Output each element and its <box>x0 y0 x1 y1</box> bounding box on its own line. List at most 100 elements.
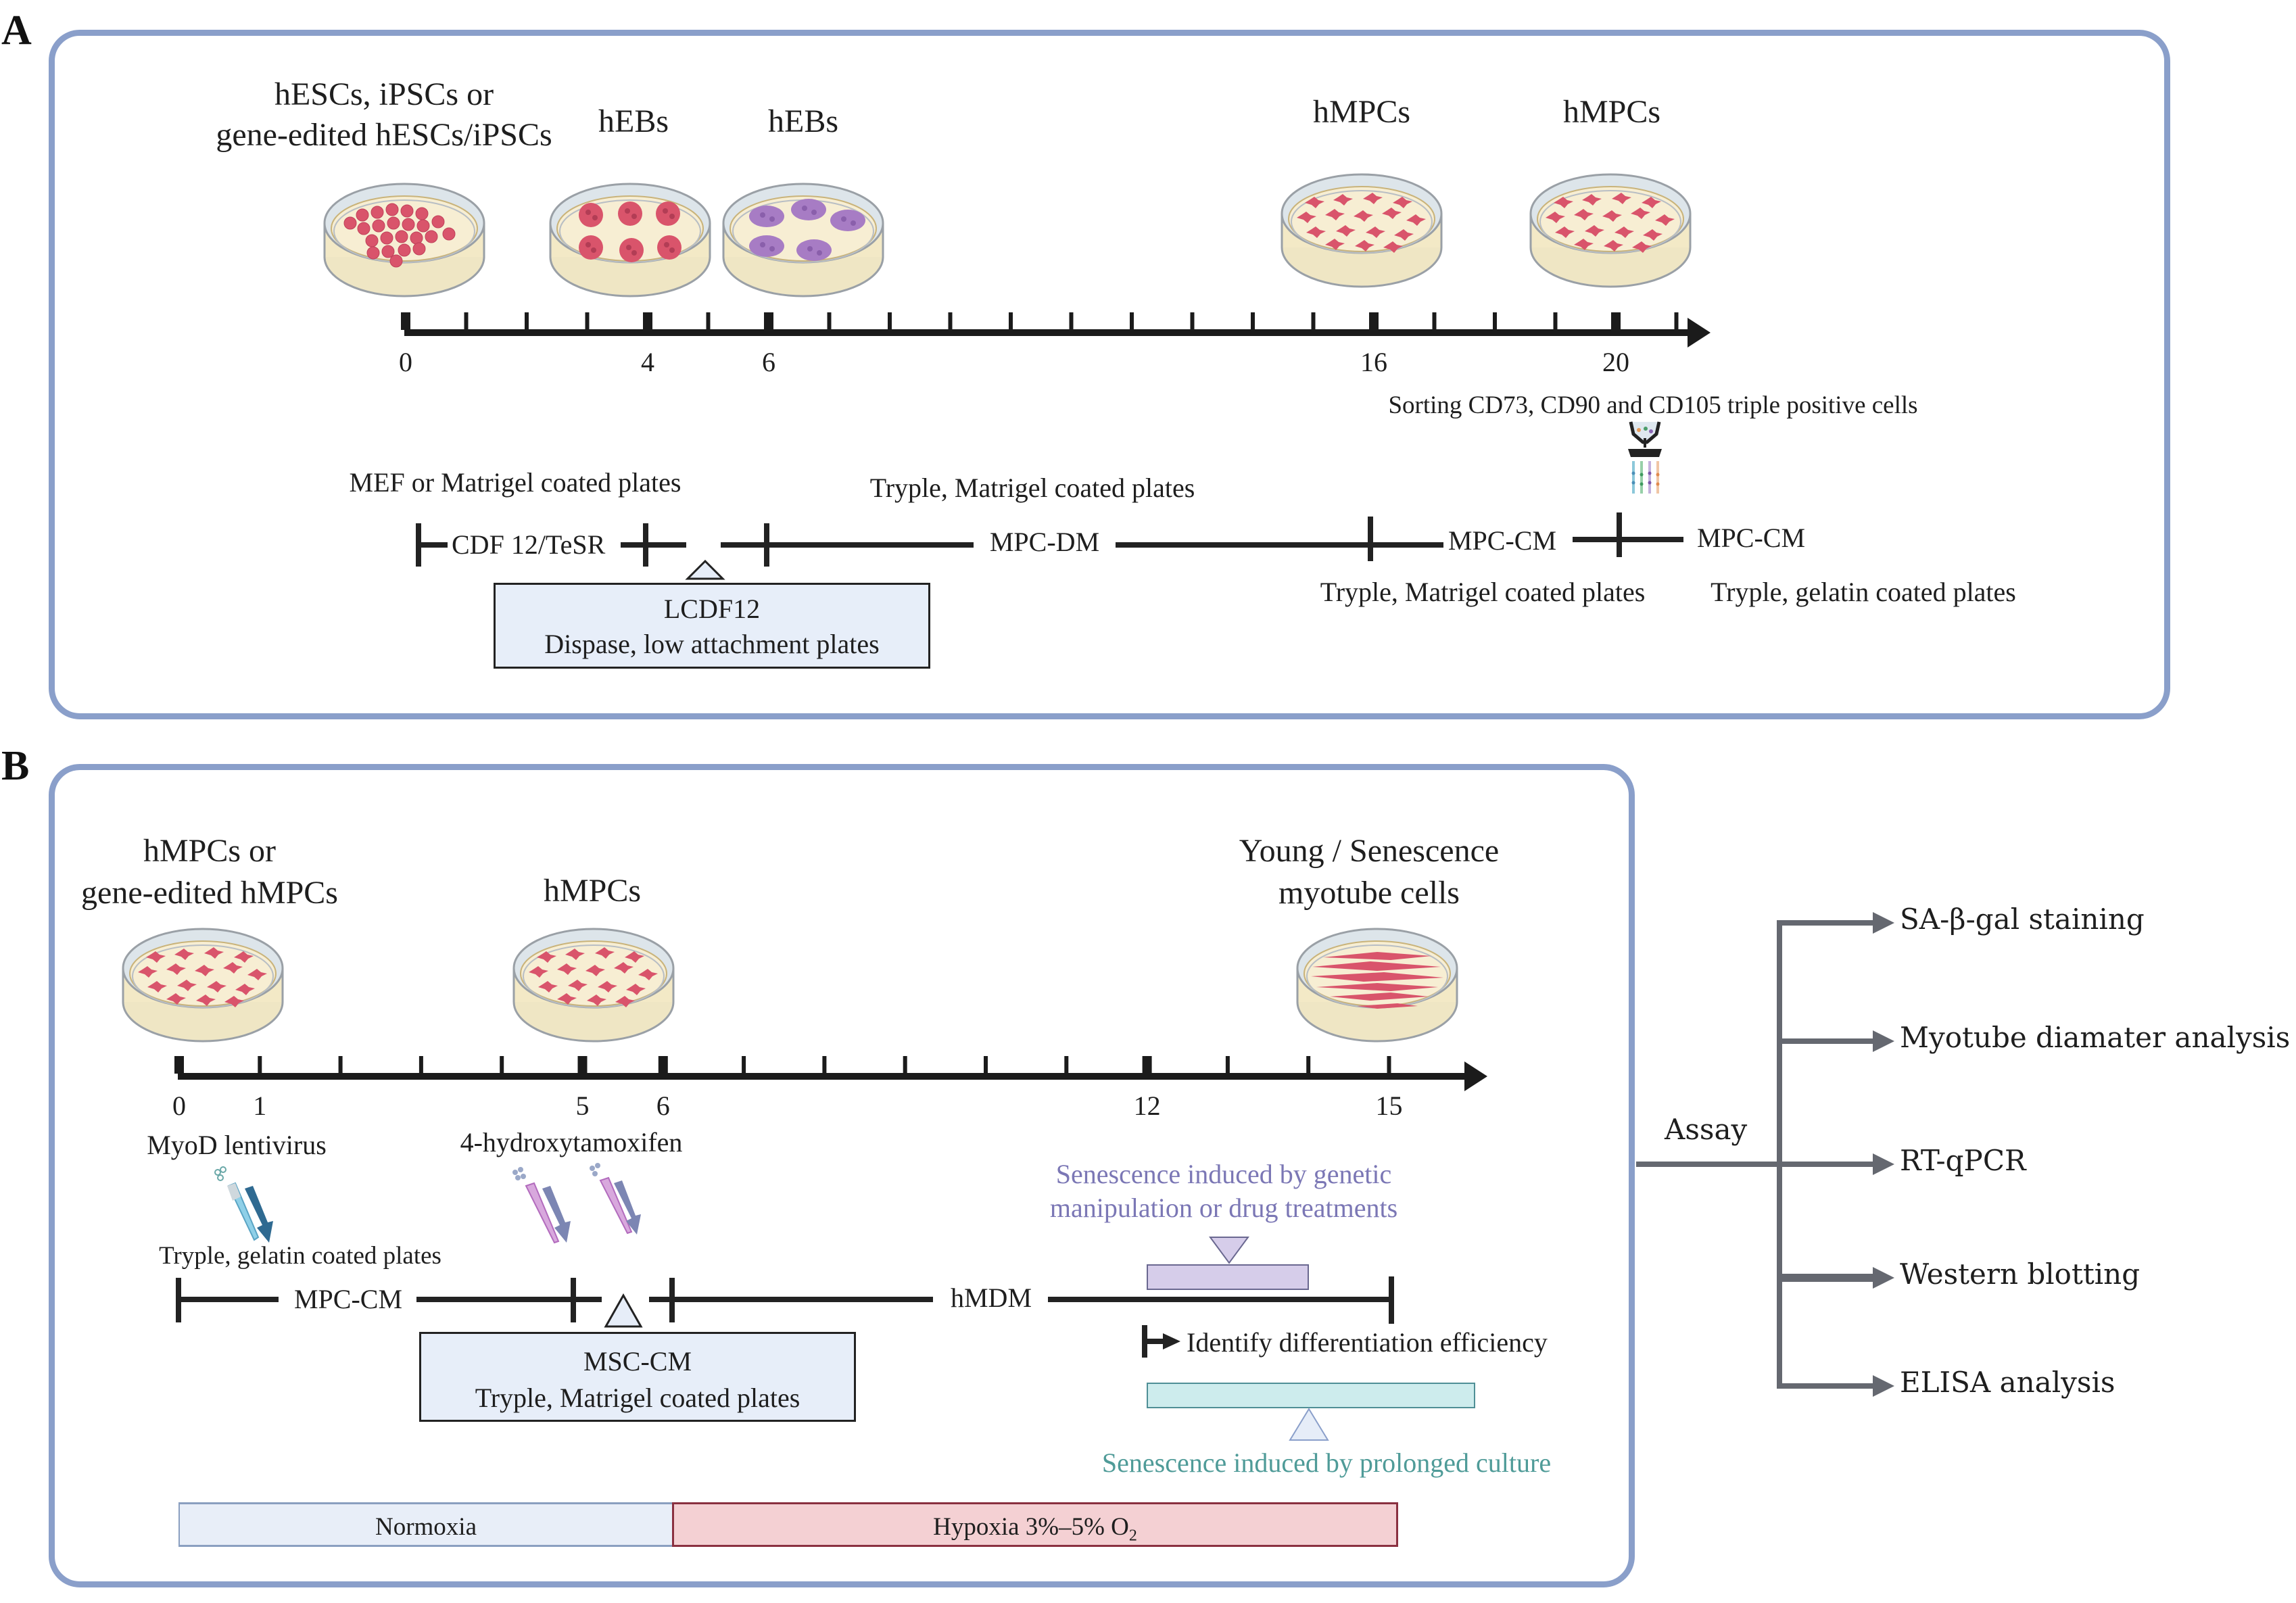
segment-mpc-cm-b: MPC-CM <box>293 1284 403 1314</box>
timeline-b-tick-label: 6 <box>656 1091 670 1121</box>
stage-label-line: hESCs, iPSCs or <box>274 76 494 112</box>
timeline-a-tick <box>1674 312 1679 330</box>
protocol-line-a <box>416 512 1683 580</box>
stage-label-hebs-1: hEBs <box>598 103 669 139</box>
assay-arrow-icon <box>1873 1153 1894 1175</box>
stage-label-line: myotube cells <box>1278 875 1460 911</box>
timeline-a-tick <box>401 312 410 330</box>
timeline-a-tick <box>1369 312 1379 330</box>
note-prolonged-senescence: Senescence induced by prolonged culture <box>1101 1448 1552 1478</box>
cell-sorter-icon <box>1628 421 1662 494</box>
assay-item: RT-qPCR <box>1900 1144 2026 1177</box>
hypoxia-subscript: 2 <box>1128 1527 1137 1545</box>
timeline-b-tick <box>903 1056 907 1074</box>
timeline-a-tick <box>706 312 711 330</box>
stage-label-line: gene-edited hESCs/iPSCs <box>216 117 552 153</box>
timeline-b-tick <box>742 1056 746 1074</box>
assay-arrow-icon <box>1873 912 1894 934</box>
stage-label-line: hMPCs or <box>143 833 277 869</box>
hypoxia-text: Hypoxia 3%–5% O <box>933 1513 1129 1541</box>
timeline-b-tick <box>577 1056 588 1074</box>
hypoxia-label: Hypoxia 3%–5% O2 <box>674 1512 1396 1545</box>
timeline-b-tick-label: 12 <box>1133 1091 1161 1121</box>
timeline-b-tick <box>338 1056 343 1074</box>
stage-label-hescs: hESCs, iPSCs or gene-edited hESCs/iPSCs <box>216 74 552 155</box>
assay-arrow-icon <box>1873 1267 1894 1289</box>
note-line: Senescence induced by genetic <box>1055 1159 1392 1189</box>
msc-cm-box: MSC-CM Tryple, Matrigel coated plates <box>419 1332 856 1422</box>
timeline-a-tick-label: 6 <box>762 347 775 377</box>
pipette-tamoxifen-2-icon <box>590 1163 641 1235</box>
panel-a-frame <box>49 30 2170 719</box>
timeline-a-tick <box>888 312 892 330</box>
dish-myotube-icon <box>1296 928 1458 1043</box>
note-identify-efficiency: Identify differentiation efficiency <box>1187 1327 1548 1358</box>
passage-triangle-a-icon <box>685 559 725 580</box>
normoxia-bar: Normoxia <box>178 1502 672 1547</box>
timeline-b-tick <box>658 1056 668 1074</box>
passage-triangle-b-icon <box>604 1293 643 1328</box>
timeline-b-tick <box>1306 1056 1311 1074</box>
note-tryple-matrigel-top: Tryple, Matrigel coated plates <box>869 473 1195 503</box>
timeline-a-tick <box>1432 312 1437 330</box>
treatment-tamoxifen: 4-hydroxytamoxifen <box>460 1127 683 1157</box>
timeline-b-tick <box>1225 1056 1230 1074</box>
prolonged-senescence-bar <box>1147 1383 1475 1408</box>
identify-arrow-icon <box>1163 1333 1180 1349</box>
stage-label-hmpcs-b: hMPCs <box>543 873 642 909</box>
box-line: MSC-CM <box>583 1346 692 1377</box>
assay-item: ELISA analysis <box>1900 1366 2115 1399</box>
timeline-a-tick <box>827 312 832 330</box>
timeline-a-tick <box>1493 312 1497 330</box>
note-mef-matrigel: MEF or Matrigel coated plates <box>349 467 681 498</box>
timeline-a-tick <box>585 312 590 330</box>
segment-mpc-cm-1: MPC-CM <box>1448 525 1557 556</box>
dish-hebs-red-icon <box>549 183 711 297</box>
stage-label-myotube: Young / Senescence myotube cells <box>1239 830 1499 914</box>
timeline-b-tick <box>1387 1056 1391 1074</box>
pipette-myod-icon <box>214 1166 273 1243</box>
timeline-b-tick <box>418 1056 423 1074</box>
segment-mpc-dm: MPC-DM <box>989 527 1100 557</box>
timeline-a-tick <box>1611 312 1621 330</box>
timeline-b-arrowhead-icon <box>1464 1061 1487 1091</box>
panel-label-a: A <box>1 7 32 53</box>
assay-label: Assay <box>1665 1113 1748 1146</box>
note-tryple-gelatin-b: Tryple, gelatin coated plates <box>159 1242 441 1270</box>
timeline-b-tick <box>1142 1056 1152 1074</box>
timeline-a-tick <box>948 312 953 330</box>
genetic-senescence-marker-icon <box>1209 1237 1249 1264</box>
genetic-senescence-bar <box>1147 1264 1309 1290</box>
stage-label-hmpcs-2: hMPCs <box>1562 94 1661 130</box>
stage-label-line: gene-edited hMPCs <box>81 875 338 911</box>
box-line: LCDF12 <box>663 594 761 624</box>
stage-label-line: Young / Senescence <box>1239 833 1500 869</box>
timeline-b-tick <box>174 1056 184 1074</box>
note-tryple-matrigel-bottom: Tryple, Matrigel coated plates <box>1320 577 1646 607</box>
timeline-a-tick <box>464 312 469 330</box>
timeline-b-tick <box>500 1056 504 1074</box>
box-line: Tryple, Matrigel coated plates <box>475 1383 800 1413</box>
segment-cdf12-tesr: CDF 12/TeSR <box>452 529 606 560</box>
panel-b-frame <box>49 764 1635 1587</box>
dish-hebs-purple-icon <box>722 183 884 297</box>
note-genetic-senescence: Senescence induced by genetic manipulati… <box>1050 1157 1397 1225</box>
treatment-myod: MyoD lentivirus <box>147 1130 327 1160</box>
stage-label-hmpcs-1: hMPCs <box>1312 94 1411 130</box>
assay-arrow-icon <box>1873 1030 1894 1052</box>
segment-mpc-cm-2: MPC-CM <box>1696 523 1806 553</box>
timeline-b-tick <box>984 1056 988 1074</box>
segment-hmdm: hMDM <box>950 1283 1032 1313</box>
note-tryple-gelatin: Tryple, gelatin coated plates <box>1711 577 2016 607</box>
box-line: Dispase, low attachment plates <box>544 629 880 659</box>
timeline-a-tick <box>525 312 529 330</box>
timeline-a-tick <box>764 312 773 330</box>
assay-item: Western blotting <box>1900 1258 2140 1291</box>
timeline-a-tick-label: 16 <box>1360 347 1387 377</box>
lcdf12-box: LCDF12 Dispase, low attachment plates <box>494 583 930 669</box>
timeline-a-tick <box>1311 312 1316 330</box>
timeline-a <box>401 312 1711 348</box>
timeline-b-tick <box>258 1056 262 1074</box>
